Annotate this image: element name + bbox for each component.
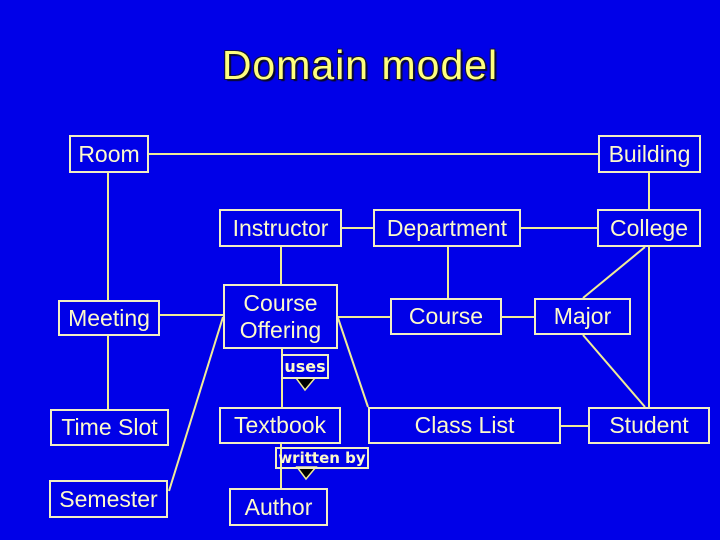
node-department: Department [373, 209, 521, 247]
node-class-list: Class List [368, 407, 561, 444]
node-textbook: Textbook [219, 407, 341, 444]
node-major: Major [534, 298, 631, 335]
edge-courseoffering-semester [168, 316, 224, 492]
node-instructor: Instructor [219, 209, 342, 247]
node-course: Course [390, 298, 502, 335]
node-room: Room [69, 135, 149, 173]
node-college: College [597, 209, 701, 247]
node-semester: Semester [49, 480, 168, 518]
uses-arrow-head-icon [294, 377, 317, 392]
edge-courseoffering-classlist [337, 317, 369, 408]
edge-college-major [582, 246, 646, 299]
node-building: Building [598, 135, 701, 173]
written-by-relationship-label: written by [275, 447, 369, 469]
edge-major-student [582, 334, 646, 408]
node-student: Student [588, 407, 710, 444]
uses-relationship-label: uses [281, 354, 329, 379]
node-meeting: Meeting [58, 300, 160, 336]
node-author: Author [229, 488, 328, 526]
node-time-slot: Time Slot [50, 409, 169, 446]
node-course-offering: Course Offering [223, 284, 338, 349]
slide-title: Domain model [221, 42, 499, 88]
